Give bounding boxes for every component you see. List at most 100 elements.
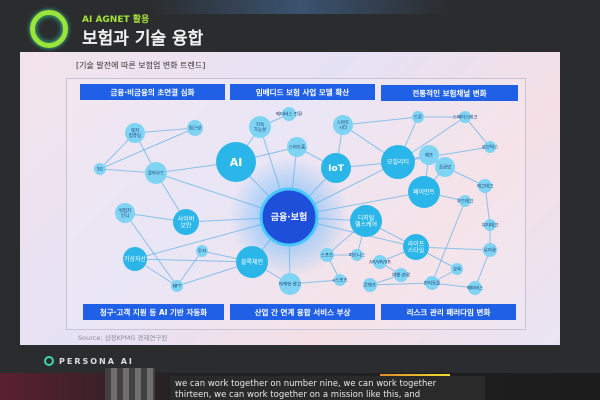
node-label: 사이버 bbox=[178, 215, 195, 223]
diagram-node bbox=[334, 274, 346, 286]
bottom-band-2: 산업 간 연계 융합 서비스 부상 bbox=[230, 304, 375, 320]
screen-glow bbox=[150, 0, 450, 14]
caption-line-1: we can work together on number nine, we … bbox=[175, 379, 437, 389]
diagram-edge bbox=[369, 282, 433, 286]
node-label: 가상자산 bbox=[124, 255, 147, 263]
agent-logo-icon bbox=[30, 10, 68, 48]
node-label: 스포츠 bbox=[321, 253, 333, 259]
node-label: 헬스케어 bbox=[355, 220, 377, 228]
slide-subtitle: AI AGNET 활용 bbox=[82, 15, 150, 25]
node-label: 5G bbox=[97, 167, 104, 173]
diagram-node bbox=[435, 157, 455, 177]
node-label: 콘텐츠 bbox=[364, 282, 376, 289]
node-label: IoT bbox=[328, 164, 345, 174]
node-label: 제조 bbox=[425, 152, 433, 159]
diagram-node bbox=[363, 278, 377, 292]
diagram-node bbox=[125, 123, 145, 143]
node-label: 메타버스 bbox=[467, 285, 484, 292]
diagram-node bbox=[459, 111, 471, 123]
diagram-node bbox=[115, 203, 135, 223]
node-label: AR/VR/XR bbox=[369, 260, 391, 266]
node-label: AI bbox=[230, 156, 243, 169]
diagram-node bbox=[478, 179, 492, 193]
diagram-node bbox=[333, 115, 353, 135]
diagram-node bbox=[187, 120, 203, 136]
node-label: 클라우드 bbox=[148, 170, 165, 177]
diagram-node bbox=[408, 176, 440, 208]
node-label: 스타일 bbox=[408, 246, 425, 254]
node-label: 뷰티테크 bbox=[482, 222, 499, 229]
node-label: 스마트 bbox=[337, 119, 349, 126]
diagram-node bbox=[259, 187, 319, 247]
node-label: 접근성 bbox=[189, 125, 201, 132]
diagram-edge bbox=[342, 116, 419, 126]
diagram-node bbox=[287, 137, 307, 157]
diagram-node bbox=[320, 248, 334, 262]
node-label: 푸드테크 bbox=[457, 198, 474, 205]
node-label: 마케팅·광고 bbox=[279, 281, 301, 288]
top-band-3: 전통적인 보험채널 변화 bbox=[381, 85, 518, 101]
node-label: 여행·관광 bbox=[392, 272, 410, 279]
node-label: 블록체인 bbox=[241, 258, 263, 266]
pixelated-face bbox=[105, 368, 155, 400]
node-label: 위험지 bbox=[119, 207, 131, 214]
node-label: 라이프 bbox=[408, 240, 425, 248]
node-label: 피트니스 bbox=[349, 252, 366, 259]
diagram-node bbox=[173, 209, 199, 235]
top-band-2: 임베디드 보험 사업 모델 확산 bbox=[230, 84, 375, 100]
diagram-edge bbox=[431, 200, 466, 284]
diagram-node bbox=[350, 205, 382, 237]
diagram-node bbox=[123, 247, 147, 271]
diagram-node bbox=[236, 246, 268, 278]
diagram-node bbox=[451, 263, 463, 275]
diagram-edge bbox=[124, 212, 178, 287]
brand-name: PERSONA AI bbox=[59, 356, 134, 366]
node-label: 반려동물 bbox=[424, 280, 441, 287]
diagram-node bbox=[425, 276, 439, 290]
diagram-node bbox=[394, 268, 408, 282]
bottom-band-3: 리스크 관리 패러다임 변화 bbox=[381, 304, 516, 320]
node-label: 금융·보험 bbox=[271, 211, 308, 223]
caption-line-2: thirteen, we can work together on a miss… bbox=[175, 390, 421, 400]
diagram-node bbox=[196, 245, 208, 257]
diagram-node bbox=[419, 145, 439, 165]
node-label: 스마트홈 bbox=[289, 144, 306, 151]
node-label: 디지털 bbox=[358, 214, 375, 222]
diagram-edge bbox=[99, 127, 196, 170]
diagram-node bbox=[321, 153, 351, 183]
node-label: 메타버스 전환 bbox=[276, 111, 302, 118]
diagram-node bbox=[279, 273, 301, 295]
diagram-node bbox=[351, 249, 363, 261]
diagram-node bbox=[171, 280, 183, 292]
brand-logo-icon bbox=[44, 356, 54, 366]
node-label: 공급망 bbox=[439, 164, 451, 171]
node-label: 모빌리티 bbox=[387, 158, 409, 166]
top-band-1: 금융·비금융의 초연결 심화 bbox=[80, 84, 225, 100]
trend-title: [기술 발전에 따른 보험업 변화 트렌드] bbox=[76, 61, 206, 70]
slide-title: 보험과 기술 융합 bbox=[82, 29, 204, 49]
diagram-node bbox=[483, 243, 497, 257]
node-label: 에그테크 bbox=[477, 183, 494, 190]
node-label: 지속 bbox=[256, 121, 264, 128]
diagram-edge bbox=[176, 250, 203, 287]
diagram-node bbox=[403, 234, 429, 260]
footer-brand: PERSONA AI bbox=[44, 356, 134, 366]
node-label: 가능성 bbox=[254, 126, 266, 133]
diagram-node bbox=[249, 116, 271, 138]
node-label: 로보틱스 bbox=[482, 144, 499, 151]
source-note: Source: 삼정KPMG 경제연구원 bbox=[78, 334, 168, 342]
node-label: 컴퓨팅 bbox=[129, 132, 141, 139]
node-label: 인식 bbox=[121, 212, 129, 219]
diagram-node bbox=[484, 219, 496, 231]
diagram-node bbox=[373, 255, 387, 269]
diagram-node bbox=[145, 162, 167, 184]
node-label: 교육 bbox=[453, 267, 461, 273]
node-label: 투자 bbox=[198, 248, 207, 255]
node-label: 시티 bbox=[339, 124, 347, 131]
node-label: 드론 bbox=[414, 115, 422, 121]
diagram-node bbox=[412, 111, 424, 123]
diagram-node bbox=[216, 142, 256, 182]
node-label: 엣지 bbox=[131, 127, 139, 134]
node-label: 보안 bbox=[180, 221, 192, 229]
